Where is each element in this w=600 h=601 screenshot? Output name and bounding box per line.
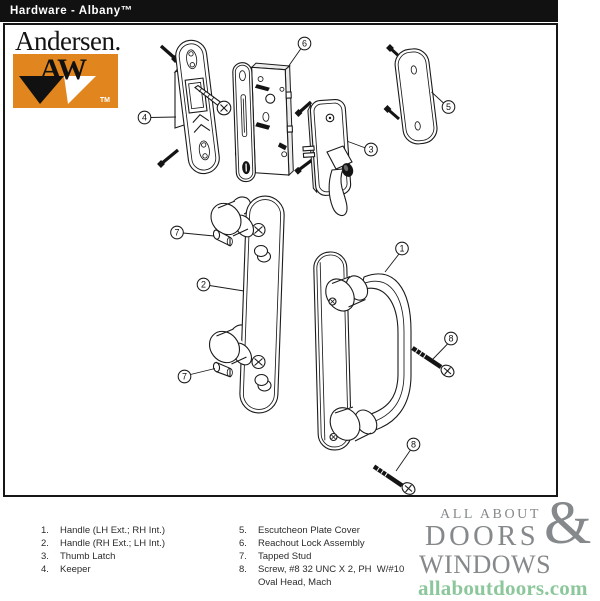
handle-lh-drawing bbox=[203, 193, 284, 413]
svg-text:8: 8 bbox=[411, 440, 416, 450]
reachout-lock-drawing bbox=[232, 61, 294, 182]
parts-list-left: 1. Handle (LH Ext.; RH Int.) 2. Handle (… bbox=[41, 524, 165, 576]
screw-bottom-drawing bbox=[374, 467, 417, 497]
footer-logo-doors: DOORS bbox=[425, 521, 539, 553]
callout-8-bottom: 8 bbox=[396, 438, 420, 471]
parts-list-item: 6. Reachout Lock Assembly bbox=[239, 537, 404, 550]
parts-list-item: 7. Tapped Stud bbox=[239, 550, 404, 563]
parts-list-item-continuation: Oval Head, Mach bbox=[239, 576, 404, 589]
parts-list-item: 5. Escutcheon Plate Cover bbox=[239, 524, 404, 537]
callout-7-top: 7 bbox=[171, 226, 214, 239]
screw-top-drawing bbox=[413, 348, 457, 379]
footer-logo-ampersand: & bbox=[544, 493, 591, 554]
keeper-drawing bbox=[159, 39, 231, 176]
svg-text:2: 2 bbox=[201, 280, 206, 290]
tapped-stud-bottom bbox=[213, 362, 233, 377]
svg-text:6: 6 bbox=[302, 39, 307, 49]
callout-4: 4 bbox=[138, 111, 176, 124]
svg-text:7: 7 bbox=[182, 372, 187, 382]
handle-rh-drawing bbox=[313, 252, 411, 451]
thumb-latch-drawing bbox=[296, 99, 355, 216]
parts-list-item: 3. Thumb Latch bbox=[41, 550, 165, 563]
callout-6: 6 bbox=[288, 37, 311, 67]
svg-text:1: 1 bbox=[399, 244, 404, 254]
svg-text:3: 3 bbox=[368, 145, 373, 155]
parts-list-item: 1. Handle (LH Ext.; RH Int.) bbox=[41, 524, 165, 537]
callout-7-bottom: 7 bbox=[178, 369, 215, 383]
callout-3: 3 bbox=[348, 142, 377, 156]
parts-list-item: 4. Keeper bbox=[41, 563, 165, 576]
svg-text:7: 7 bbox=[174, 228, 179, 238]
escutcheon-cover-drawing bbox=[386, 46, 439, 146]
svg-text:5: 5 bbox=[446, 102, 451, 112]
callout-8-top: 8 bbox=[433, 332, 458, 359]
all-about-doors-windows-logo: ALL ABOUT & DOORS WINDOWS allaboutdoors.… bbox=[418, 500, 600, 600]
parts-list-item: 8. Screw, #8 32 UNC X 2, PH W/#10 bbox=[239, 563, 404, 576]
svg-text:8: 8 bbox=[448, 334, 453, 344]
parts-list-item: 2. Handle (RH Ext.; LH Int.) bbox=[41, 537, 165, 550]
svg-text:4: 4 bbox=[142, 113, 147, 123]
callout-1: 1 bbox=[385, 242, 408, 272]
footer-site-url: allaboutdoors.com bbox=[418, 576, 588, 601]
callout-2: 2 bbox=[197, 278, 244, 291]
parts-list-right: 5. Escutcheon Plate Cover 6. Reachout Lo… bbox=[239, 524, 404, 589]
